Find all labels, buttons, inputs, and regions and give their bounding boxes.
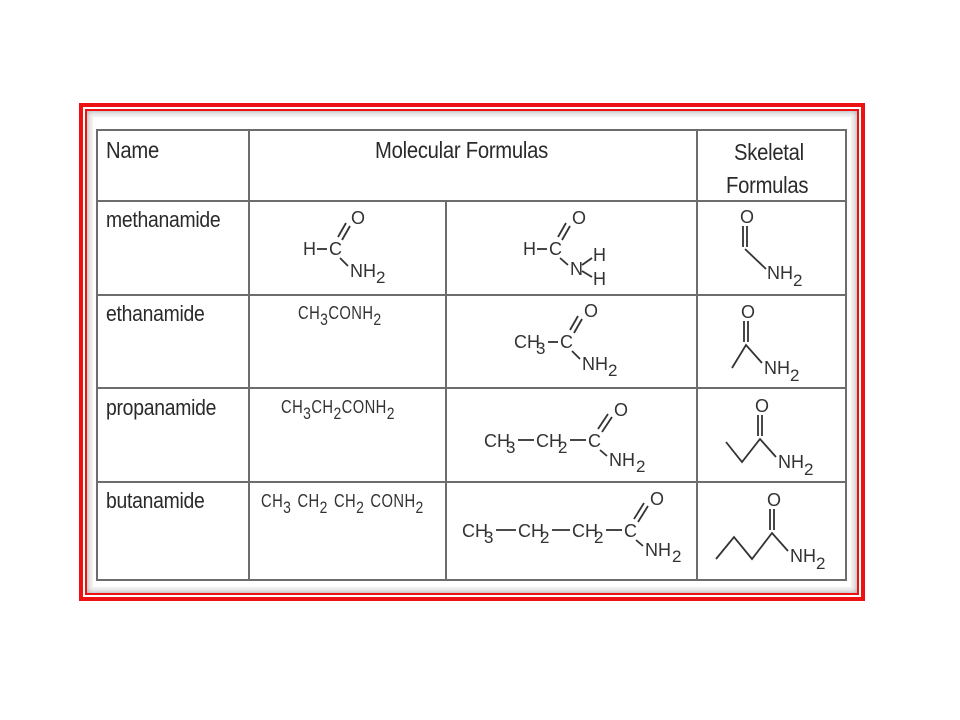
svg-text:C: C <box>329 239 342 259</box>
col-divider <box>445 200 447 581</box>
skeletal-formula-propanamide: O NH 2 <box>725 396 813 479</box>
svg-text:2: 2 <box>816 554 825 573</box>
svg-text:NH: NH <box>767 263 793 283</box>
svg-text:H: H <box>303 239 316 259</box>
svg-text:2: 2 <box>804 460 813 479</box>
svg-text:H: H <box>523 239 536 259</box>
condensed-formula-butanamide: CH3 CH2 CH2 CONH2 <box>261 491 424 517</box>
amide-table <box>96 129 847 581</box>
structural-formula-ethanamide: CH 3 C O NH 2 <box>514 301 617 380</box>
svg-text:O: O <box>572 208 586 228</box>
svg-text:CH: CH <box>462 521 488 541</box>
svg-text:CH: CH <box>536 431 562 451</box>
condensed-formula-propanamide: CH3CH2CONH2 <box>281 397 395 423</box>
svg-text:2: 2 <box>376 268 385 287</box>
svg-text:NH: NH <box>645 540 671 560</box>
svg-text:O: O <box>351 208 365 228</box>
header-divider <box>96 200 847 202</box>
svg-text:H: H <box>593 269 606 289</box>
svg-text:2: 2 <box>540 528 549 547</box>
svg-text:C: C <box>560 332 573 352</box>
svg-text:O: O <box>650 489 664 509</box>
svg-text:CH: CH <box>484 431 510 451</box>
svg-text:H: H <box>593 245 606 265</box>
svg-text:NH: NH <box>350 261 376 281</box>
svg-text:2: 2 <box>790 366 799 385</box>
svg-text:NH: NH <box>778 452 804 472</box>
table-bottom-border <box>96 579 847 581</box>
structural-formula-methanamide-expanded: H C O N H H <box>523 208 606 289</box>
svg-text:2: 2 <box>594 528 603 547</box>
skeletal-formula-methanamide: O NH 2 <box>740 207 802 290</box>
svg-text:3: 3 <box>484 528 493 547</box>
structural-formula-methanamide: H C O NH 2 <box>303 208 385 287</box>
svg-text:C: C <box>549 239 562 259</box>
row-divider <box>96 387 847 389</box>
svg-text:3: 3 <box>536 339 545 358</box>
svg-text:2: 2 <box>672 547 681 566</box>
svg-text:O: O <box>614 400 628 420</box>
header-skeletal-line2: Formulas <box>726 172 809 198</box>
svg-text:CH: CH <box>572 521 598 541</box>
svg-text:CH: CH <box>518 521 544 541</box>
svg-text:2: 2 <box>793 271 802 290</box>
svg-text:O: O <box>584 301 598 321</box>
condensed-formula-ethanamide: CH3CONH2 <box>298 303 382 329</box>
svg-text:O: O <box>767 490 781 510</box>
row-name-ethanamide: ethanamide <box>106 301 205 326</box>
frame-bevel <box>87 111 857 593</box>
row-name-propanamide: propanamide <box>106 395 217 420</box>
header-molecular-formulas: Molecular Formulas <box>375 137 548 163</box>
svg-text:NH: NH <box>790 546 816 566</box>
svg-text:2: 2 <box>636 457 645 476</box>
svg-text:2: 2 <box>608 361 617 380</box>
row-divider <box>96 294 847 296</box>
row-name-butanamide: butanamide <box>106 488 205 513</box>
svg-text:C: C <box>588 431 601 451</box>
col-divider <box>248 129 250 581</box>
svg-text:NH: NH <box>609 450 635 470</box>
col-divider <box>696 129 698 581</box>
header-skeletal-line1: Skeletal <box>734 139 804 165</box>
row-divider <box>96 481 847 483</box>
skeletal-formula-butanamide: O NH 2 <box>715 490 825 573</box>
paper <box>93 117 851 587</box>
table-left-border <box>96 129 98 581</box>
structural-formula-propanamide: CH 3 CH 2 C O NH 2 <box>484 400 645 476</box>
svg-text:NH: NH <box>764 358 790 378</box>
svg-text:N: N <box>570 259 583 279</box>
svg-text:2: 2 <box>558 438 567 457</box>
skeletal-formula-ethanamide: O NH 2 <box>731 302 799 385</box>
svg-text:C: C <box>624 521 637 541</box>
svg-text:CH: CH <box>514 332 540 352</box>
svg-text:3: 3 <box>506 438 515 457</box>
red-frame <box>79 103 865 601</box>
svg-text:O: O <box>740 207 754 227</box>
table-right-border <box>845 129 847 581</box>
row-name-methanamide: methanamide <box>106 207 221 232</box>
header-name: Name <box>106 137 159 163</box>
structural-formula-butanamide: CH 3 CH 2 CH 2 C O NH 2 <box>462 489 681 566</box>
table-top-border <box>96 129 847 131</box>
svg-text:O: O <box>741 302 755 322</box>
svg-text:NH: NH <box>582 354 608 374</box>
svg-text:O: O <box>755 396 769 416</box>
